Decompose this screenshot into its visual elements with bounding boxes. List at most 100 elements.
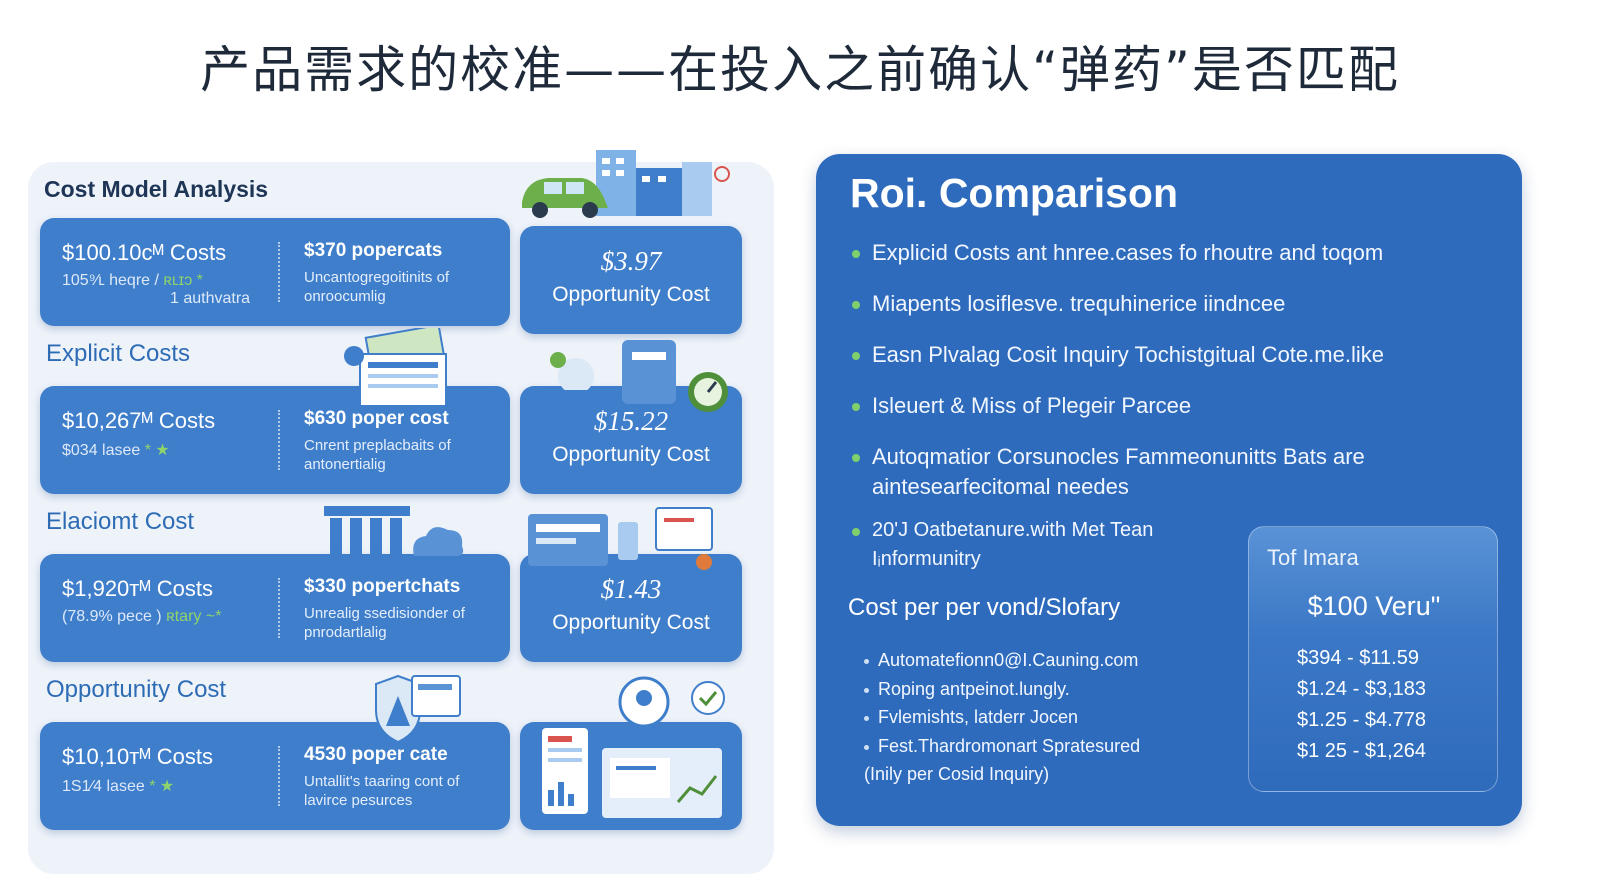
sub-bullet-text: (Inily per Cosid Inquiry) — [864, 764, 1050, 784]
list-item: (Inily per Cosid Inquiry) — [864, 760, 1244, 789]
opportunity-card-4[interactable] — [520, 722, 742, 830]
cost-sub-list: Automatefionn0@I.Cauning.com Roping antp… — [864, 646, 1244, 789]
bullet-text: Autoqmatior Corsunocles Fammeonunitts Ba… — [872, 444, 1365, 499]
sub-bullet-dot-icon — [864, 659, 869, 664]
list-item: Fest.Thardromonart Spratesured — [864, 732, 1244, 761]
section-label-elaciomt: Elaciomt Cost — [46, 508, 195, 535]
sub-bullet-text: Roping antpeinot.lungly. — [878, 678, 1070, 699]
range-item: $1 25 - $1,264 — [1297, 740, 1426, 762]
per-cost-title: $370 popercats — [304, 240, 443, 261]
opportunity-label: Opportunity Cost — [552, 611, 710, 634]
cost-subtext: (78.9% pece ) ʀtary ~* — [62, 608, 272, 626]
bullet-dot-icon — [852, 301, 860, 309]
cost-model-panel: Cost Model Analysis $100.10ᴄᴹ Costs 105⁹… — [28, 150, 774, 874]
cost-title: $1,920ᴛᴹ Costs — [62, 576, 213, 601]
list-item: Fvlemishts, latderr Jocen — [864, 703, 1244, 732]
bullet-text: Explicid Costs ant hnree.cases fo rhoutr… — [872, 240, 1384, 265]
bullet-dot-icon — [852, 352, 860, 360]
list-item: Easn Plvalag Cosit Inquiry Tochistgitual… — [852, 340, 1492, 370]
opportunity-card-3[interactable]: $1.43 Opportunity Cost — [520, 554, 742, 662]
opportunity-value: $15.22 — [593, 406, 669, 436]
opportunity-card-1[interactable]: $3.97 Opportunity Cost — [520, 226, 742, 334]
per-cost-description: Untallit's taaring cont of lavirce pesur… — [304, 773, 460, 809]
bullet-text: Easn Plvalag Cosit Inquiry Tochistgitual… — [872, 342, 1384, 367]
cost-model-header: Cost Model Analysis — [44, 176, 269, 202]
cost-card-4[interactable]: $10,10ᴛᴹ Costs 1S1⁄4 lasee * ★ 4530 pope… — [40, 722, 510, 830]
opportunity-value: $3.97 — [600, 246, 662, 276]
range-item: $1.25 - $4.778 — [1297, 709, 1426, 731]
cost-sub-line: 1S1⁄4 lasee — [62, 778, 145, 795]
range-list: $394 - $11.59 $1.24 - $3,183 $1.25 - $4.… — [1297, 643, 1426, 767]
opportunity-value: $1.43 — [600, 574, 662, 604]
bullet-dot-icon — [852, 403, 860, 411]
rating-star-icon: * ★ — [149, 778, 175, 795]
cost-sub-line: $034 lasee — [62, 442, 141, 459]
cost-per-label: Cost per per vond/Slofary — [848, 594, 1121, 621]
rating-star-icon: ʀʟɪɔ * — [163, 272, 203, 289]
card-divider — [278, 578, 280, 638]
car-buildings-illustration-icon — [522, 150, 730, 218]
team-clock-illustration-icon — [550, 340, 728, 412]
cost-sub-line: 105⁹⁄ʟ heqre / — [62, 272, 159, 289]
list-item: Miapents losiflesve. trequhinerice iindn… — [852, 289, 1492, 319]
bullet-text: Miapents losiflesve. trequhinerice iindn… — [872, 291, 1286, 316]
range-item: $1.24 - $3,183 — [1297, 678, 1426, 700]
per-cost-description: Cnrent preplacbaits of antonertialig — [304, 437, 451, 473]
opportunity-label: Opportunity Cost — [552, 283, 710, 306]
invoice-document-illustration-icon — [344, 328, 447, 407]
per-cost-description: Unrealig ssedisionder of pnrodartlalig — [304, 605, 465, 641]
list-item: Explicid Costs ant hnree.cases fo rhoutr… — [852, 238, 1492, 268]
cost-sub-line-2: 1 authvatra — [170, 290, 251, 307]
total-summary-box[interactable]: Tof Imara $100 Veru" $394 - $11.59 $1.24… — [1248, 526, 1498, 792]
cost-subtext: 105⁹⁄ʟ heqre / ʀʟɪɔ * — [62, 272, 272, 290]
sub-bullet-dot-icon — [864, 687, 869, 693]
cost-card-1[interactable]: $100.10ᴄᴹ Costs 105⁹⁄ʟ heqre / ʀʟɪɔ * 1 … — [40, 218, 510, 326]
sub-bullet-dot-icon — [864, 744, 869, 750]
roi-comparison-panel: Roi. Comparison Explicid Costs ant hnree… — [816, 154, 1522, 826]
card-divider — [278, 242, 280, 302]
cost-title: $10,267ᴹ Costs — [62, 408, 216, 433]
people-circle-illustration-icon — [618, 676, 725, 728]
cost-card-3[interactable]: $1,920ᴛᴹ Costs (78.9% pece ) ʀtary ~* $3… — [40, 554, 510, 662]
dashboard-screens-illustration-icon — [528, 507, 713, 570]
bullet-dot-icon — [852, 528, 860, 536]
cost-subtext: 1S1⁄4 lasee * ★ — [62, 776, 272, 796]
total-box-value: $100 Veru" — [1307, 591, 1441, 621]
analytics-dashboard-illustration-icon — [542, 728, 722, 818]
section-label-opportunity: Opportunity Cost — [46, 676, 227, 703]
list-item: Autoqmatior Corsunocles Fammeonunitts Ba… — [852, 442, 1492, 502]
cost-title: $10,10ᴛᴹ Costs — [62, 744, 213, 769]
total-box-title: Tof Imara — [1267, 545, 1359, 570]
bullet-dot-icon — [852, 454, 860, 462]
range-item: $394 - $11.59 — [1297, 647, 1419, 669]
card-divider — [278, 410, 280, 470]
sub-bullet-dot-icon — [864, 716, 869, 721]
bullet-text: 20'J Oatbetanure.with Met Tean Iᵢnformun… — [872, 519, 1154, 570]
per-cost-title: 4530 poper cate — [304, 744, 448, 765]
bullet-dot-icon — [852, 250, 860, 258]
list-item: 20'J Oatbetanure.with Met Tean Iᵢnformun… — [852, 516, 1232, 574]
bullet-text: Isleuert & Miss of Plegeir Parcee — [872, 393, 1192, 418]
page-title: 产品需求的校准——在投入之前确认“弹药”是否匹配 — [200, 41, 1400, 99]
opportunity-label: Opportunity Cost — [552, 443, 710, 466]
per-cost-title: $330 popertchats — [304, 576, 461, 597]
bank-cloud-illustration-icon — [324, 506, 464, 558]
card-divider — [278, 746, 280, 806]
list-item: Roping antpeinot.lungly. — [864, 675, 1244, 704]
sub-bullet-text: Fest.Thardromonart Spratesured — [878, 735, 1141, 756]
cost-title: $100.10ᴄᴹ Costs — [62, 240, 227, 265]
cost-sub-line: (78.9% pece ) — [62, 608, 162, 625]
roi-title: Roi. Comparison — [850, 170, 1179, 216]
security-shield-illustration-icon — [375, 674, 461, 744]
roi-bullet-list: Explicid Costs ant hnree.cases fo rhoutr… — [852, 238, 1492, 574]
section-label-explicit: Explicit Costs — [46, 340, 191, 367]
per-cost-description: Uncantogregoitinits of onroocumlig — [304, 269, 450, 305]
per-cost-title: $630 poper cost — [304, 408, 449, 429]
list-item: Automatefionn0@I.Cauning.com — [864, 646, 1244, 675]
cost-subtext: $034 lasee * ★ — [62, 440, 272, 460]
rating-star-icon: * ★ — [144, 442, 170, 459]
rating-star-icon: ʀtary ~* — [166, 608, 222, 625]
list-item: Isleuert & Miss of Plegeir Parcee — [852, 391, 1492, 421]
sub-bullet-text: Fvlemishts, latderr Jocen — [878, 707, 1079, 727]
sub-bullet-text: Automatefionn0@I.Cauning.com — [878, 650, 1139, 670]
